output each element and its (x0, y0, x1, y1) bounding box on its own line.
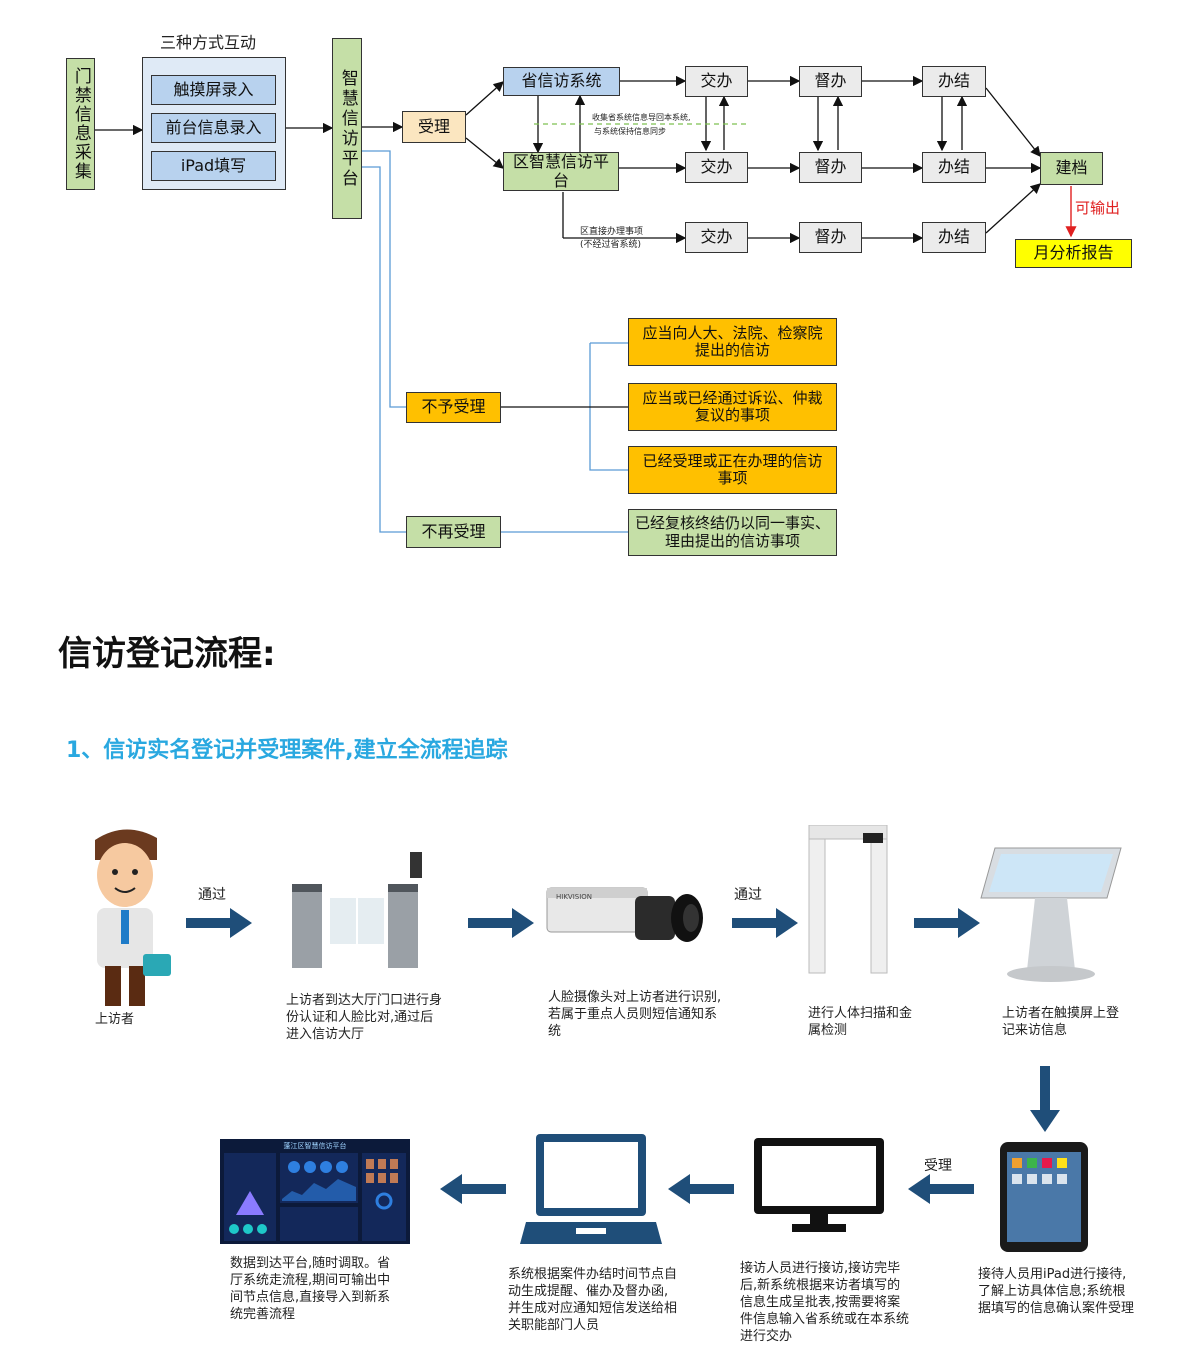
smart-platform-box: 智慧信访平台 (332, 38, 362, 219)
method-touchscreen: 触摸屏录入 (151, 75, 276, 105)
supervise-box-district: 督办 (799, 152, 862, 183)
pass-label-1: 通过 (198, 887, 226, 903)
supervise-box-province: 督办 (799, 66, 862, 97)
direct-note-2: (不经过省系统) (580, 240, 642, 250)
monitor-caption: 接访人员进行接访,接访完毕后,新系统根据来访者填写的信息生成呈批表,按需要将案件… (740, 1261, 910, 1344)
visitor-caption: 上访者 (95, 1012, 135, 1027)
left-arrow-3 (440, 1174, 506, 1204)
camera-illustration (546, 887, 703, 942)
kiosk-caption: 上访者在触摸屏上登记来访信息 (1002, 1006, 1120, 1038)
dashboard-caption: 数据到达平台,随时调取。省厅系统走流程,期间可输出中间节点信息,直接导入到新系统… (230, 1256, 391, 1322)
pass-label-2: 通过 (734, 887, 762, 903)
reject-item-1: 应当向人大、法院、检察院提出的信访 (628, 318, 837, 366)
down-arrow (1030, 1066, 1060, 1132)
close-box-province: 办结 (922, 66, 986, 97)
assign-box-district: 交办 (685, 152, 748, 183)
right-arrow-4 (914, 908, 980, 938)
scanner-caption: 进行人体扫描和金属检测 (808, 1006, 913, 1038)
supervise-box-direct: 督办 (799, 222, 862, 253)
dashboard-title: 蓬江区智慧信访平台 (283, 1142, 347, 1150)
direct-note-1: 区直接办理事项 (580, 227, 644, 237)
smart-platform-label: 智慧信访平台 (337, 68, 358, 189)
reject-item-3: 已经受理或正在办理的信访事项 (628, 446, 837, 494)
access-collection-box: 门禁信息采集 (66, 58, 95, 190)
access-collection-label: 门禁信息采集 (70, 67, 91, 181)
gate-caption: 上访者到达大厅门口进行身份认证和人脸比对,通过后进入信访大厅 (286, 993, 443, 1042)
reject-item-2: 应当或已经通过诉讼、仲裁复议的事项 (628, 383, 837, 431)
kiosk-illustration (980, 847, 1122, 982)
camera-brand: HIKVISION (556, 893, 593, 901)
visitor-illustration (95, 829, 171, 1006)
subtitle: 1、信访实名登记并受理案件,建立全流程追踪 (66, 738, 508, 763)
section-title: 信访登记流程: (58, 634, 276, 674)
no-more-item: 已经复核终结仍以同一事实、理由提出的信访事项 (628, 509, 837, 556)
camera-caption: 人脸摄像头对上访者进行识别,若属于重点人员则短信通知系统 (548, 990, 722, 1039)
method-ipad: iPad填写 (151, 151, 276, 181)
accept-box: 受理 (402, 111, 466, 143)
left-arrow-1 (908, 1174, 974, 1204)
laptop-icon (520, 1134, 662, 1244)
diagram-connectors (95, 75, 1077, 533)
method-front-desk: 前台信息录入 (151, 113, 276, 143)
close-box-district: 办结 (922, 152, 986, 183)
gate-illustration (292, 852, 422, 968)
monitor-icon (754, 1138, 884, 1232)
sync-note-1: 收集省系统信息导回本系统, (592, 113, 691, 122)
assign-box-direct: 交办 (685, 222, 748, 253)
accept-arrow-label: 受理 (924, 1158, 952, 1174)
dashboard-graphics (224, 1153, 406, 1241)
district-platform-box: 区智慧信访平台 (503, 152, 619, 191)
no-more-box: 不再受理 (406, 516, 501, 548)
left-arrow-2 (668, 1174, 734, 1204)
right-arrow-1 (186, 908, 252, 938)
assign-box-province: 交办 (685, 66, 748, 97)
archive-box: 建档 (1040, 152, 1103, 185)
dashboard-screenshot: 蓬江区智慧信访平台 (220, 1139, 410, 1244)
monthly-report-box: 月分析报告 (1015, 239, 1132, 268)
methods-title: 三种方式互动 (160, 33, 257, 52)
right-arrow-2 (468, 908, 534, 938)
metal-detector-illustration (808, 825, 888, 974)
ipad-caption: 接待人员用iPad进行接待,了解上访具体信息;系统根据填写的信息确认案件受理 (978, 1267, 1135, 1316)
ipad-illustration (1000, 1142, 1088, 1252)
reject-box: 不予受理 (406, 392, 501, 423)
sync-note-2: 与系统保持信息同步 (594, 127, 666, 136)
province-system-box: 省信访系统 (503, 67, 620, 96)
close-box-direct: 办结 (922, 222, 986, 253)
laptop-caption: 系统根据案件办结时间节点自动生成提醒、催办及督办函,并生成对应通知短信发送给相关… (508, 1267, 678, 1333)
right-arrow-3 (732, 908, 798, 938)
export-label: 可输出 (1075, 199, 1121, 217)
